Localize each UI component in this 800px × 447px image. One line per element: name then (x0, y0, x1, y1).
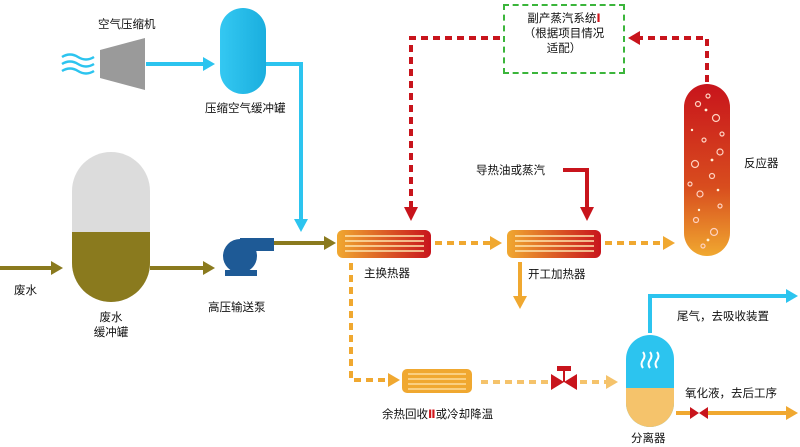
air-compressor-label: 空气压缩机 (98, 17, 156, 31)
tail-gas-label: 尾气，去吸收装置 (677, 309, 769, 323)
reactor-to-steam-arrowhead (628, 31, 640, 45)
vapor-wave-icon (640, 351, 660, 369)
heater-outlet-arrowhead (513, 296, 527, 309)
separator-label: 分离器 (631, 431, 666, 445)
control-valve-icon (551, 366, 577, 390)
wastewater-line (0, 241, 326, 270)
air-buffer-tank-label: 压缩空气缓冲罐 (205, 101, 286, 115)
main-exchanger-label: 主换热器 (364, 266, 410, 280)
air-wave-icon (61, 53, 95, 61)
liquid-valve-icon (690, 407, 708, 419)
main-to-heater-arrowhead (490, 236, 502, 250)
high-pressure-pump (223, 238, 274, 276)
wastewater-buffer-tank-label: 废水 缓冲罐 (84, 310, 138, 340)
main-heat-exchanger (337, 230, 431, 258)
byproduct-steam-line1-text: 副产蒸汽系统 (527, 11, 597, 25)
oxidized-liquid-label: 氧化液，去后工序 (685, 386, 777, 400)
air-buffer-tank (220, 8, 266, 94)
wastewater-buffer-tank (72, 152, 150, 302)
wastewater-in-arrowhead (51, 261, 63, 275)
oxidized-liquid-arrowhead (786, 406, 798, 420)
byproduct-steam-line3: 适配） (546, 41, 582, 55)
tail-gas-arrowhead (786, 289, 798, 303)
wastewater-tank-label-line1: 废水 (99, 310, 123, 324)
to-waste-heat-arrowhead (388, 373, 400, 387)
waste-heat-recovery-exchanger (402, 369, 472, 393)
heat-medium-inlet (563, 168, 589, 208)
compressed-air-line (146, 62, 303, 220)
tail-gas-flow (648, 294, 786, 333)
byproduct-steam-system-box (503, 4, 625, 74)
steam-system-to-exchanger-flow (409, 36, 500, 208)
wastewater-in-label: 废水 (14, 283, 37, 297)
separator (626, 335, 674, 427)
pump-to-exchanger-arrowhead (324, 236, 336, 250)
byproduct-steam-system-label: 副产蒸汽系统Ⅰ （根据项目情况 适配） (505, 11, 623, 56)
steam-to-exchanger-arrowhead (404, 207, 418, 221)
startup-heater (507, 230, 601, 258)
reactor-to-steam-system-flow (640, 36, 709, 82)
valve-to-separator-arrowhead (606, 375, 618, 389)
byproduct-steam-line1: 副产蒸汽系统Ⅰ (505, 11, 623, 26)
heater-to-reactor-arrowhead (663, 236, 675, 250)
heat-oil-steam-label: 导热油或蒸汽 (476, 163, 545, 177)
reactor (684, 84, 730, 256)
air-down-arrowhead (294, 219, 308, 232)
waste-heat-roman: Ⅱ (428, 407, 436, 421)
waste-heat-text-b: 或冷却降温 (435, 407, 494, 421)
hp-pump-label: 高压输送泵 (208, 300, 266, 314)
air-compressor (61, 38, 145, 90)
waste-heat-text-a: 余热回收 (382, 407, 428, 421)
startup-heater-label: 开工加热器 (528, 267, 586, 281)
heat-medium-arrowhead (580, 207, 594, 221)
exchanger-to-waste-heat-flow (349, 263, 388, 382)
wastewater-tank-label-line2: 缓冲罐 (93, 325, 129, 339)
reactor-label: 反应器 (744, 156, 779, 170)
air-to-buffer-arrowhead (203, 57, 215, 71)
waste-heat-recovery-label: 余热回收Ⅱ或冷却降温 (382, 407, 493, 422)
wastewater-to-pump-arrowhead (203, 261, 215, 275)
byproduct-steam-line2: （根据项目情况 (523, 26, 605, 40)
byproduct-steam-roman: Ⅰ (596, 11, 601, 25)
